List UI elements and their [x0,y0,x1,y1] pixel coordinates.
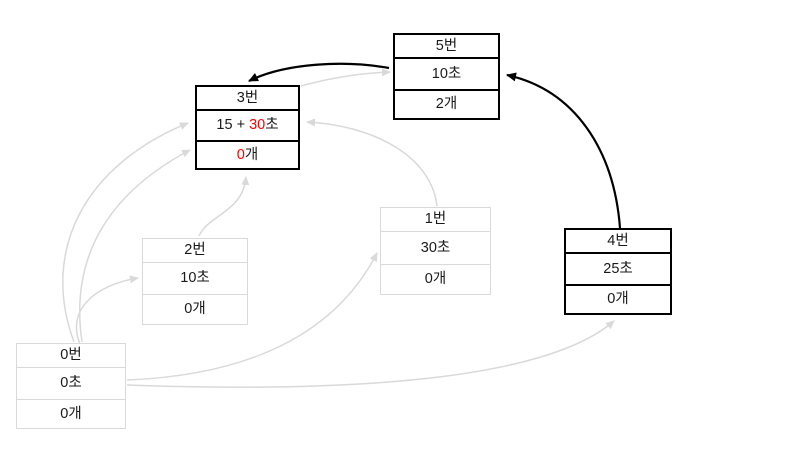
edge-3-to-5 [300,68,391,87]
node-3-title: 3번 [236,89,259,106]
node-1-count: 0개 [381,263,490,294]
edge-0-to-1 [126,252,378,381]
node-3-time-prefix: 15 + [216,116,250,133]
node-0-title: 0번 [60,347,82,364]
node-2-count: 0개 [143,294,247,324]
node-1-box: 1번 30초 0개 [380,207,491,295]
edge-0-to-2 [75,275,139,345]
node-0-time: 0초 [17,366,125,399]
node-4-count: 0개 [566,283,670,313]
node-2-time: 10초 [143,261,247,294]
node-4-box: 4번 25초 0개 [564,228,672,315]
node-5-count: 2개 [395,88,498,118]
node-5-box: 5번 10초 2개 [393,33,500,120]
node-2-box: 2번 10초 0개 [142,238,248,325]
edge-0-to-3-time [62,122,189,343]
node-1-title: 1번 [424,211,447,228]
node-0-box: 0번 0초 0개 [16,343,126,429]
node-3-count-suffix: 개 [244,146,259,163]
edge-0-to-4 [126,320,615,388]
node-2-title: 2번 [184,242,206,259]
edge-5-to-3 [248,62,390,82]
node-1-time: 30초 [381,231,490,264]
node-4-time: 25초 [566,252,670,284]
node-4-title: 4번 [607,232,629,249]
edge-1-to-3 [306,118,438,207]
node-3-time-suffix: 초 [265,116,279,133]
node-5-time: 10초 [395,57,498,89]
node-5-title: 5번 [435,37,458,54]
node-3-count-highlight: 0 [236,146,245,163]
node-3-time-highlight: 30 [249,116,266,133]
edge-2-to-3 [198,176,250,237]
edge-4-to-5 [506,72,622,229]
node-0-count: 0개 [17,398,125,428]
